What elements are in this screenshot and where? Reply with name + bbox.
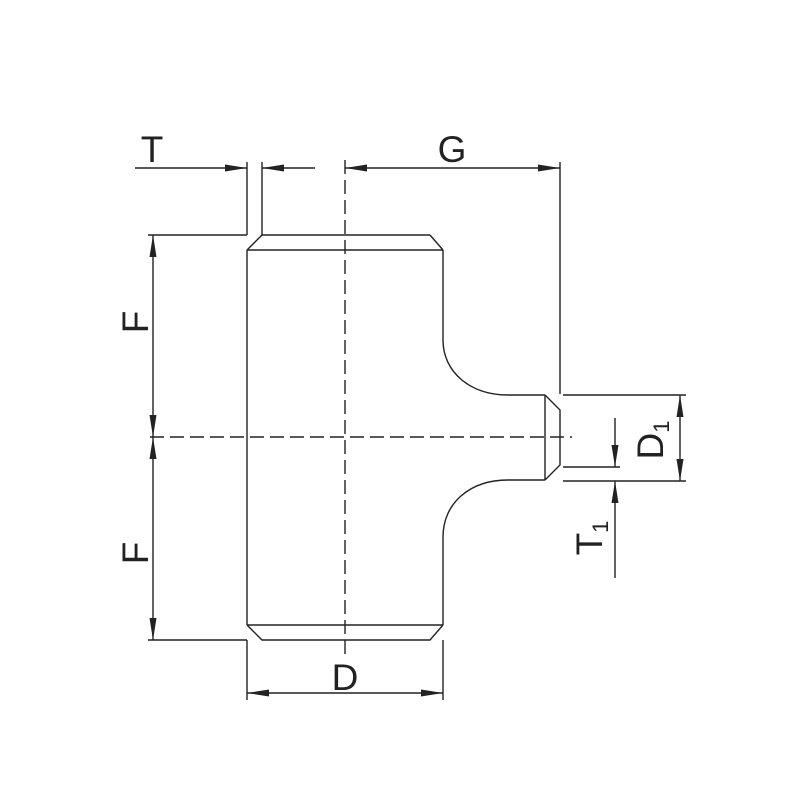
run-bottom-edge xyxy=(246,624,444,641)
t1-label-subscript: 1 xyxy=(588,521,613,533)
t1-label-main: T xyxy=(569,533,610,556)
d1-label-subscript: 1 xyxy=(649,421,674,433)
dimension-g: G xyxy=(345,129,561,394)
d-label: D xyxy=(332,657,359,698)
f-upper-label: F xyxy=(115,311,156,334)
run-right-wall-upper xyxy=(442,250,545,396)
t-label: T xyxy=(141,129,164,170)
dimension-d1: D1 xyxy=(563,394,686,482)
dimension-d: D xyxy=(246,640,444,700)
run-top-left-bevel xyxy=(246,234,263,251)
dimension-t1: T1 xyxy=(563,418,620,578)
run-top-right-bevel xyxy=(429,234,444,251)
d1-label-main: D xyxy=(630,433,671,460)
t1-label: T1 xyxy=(569,521,613,556)
dimension-f-upper: F xyxy=(115,234,247,437)
run-right-wall-lower xyxy=(442,479,545,625)
f-lower-label: F xyxy=(115,542,156,565)
dimension-f-lower: F xyxy=(115,437,247,641)
g-label: G xyxy=(438,129,467,170)
d1-label: D1 xyxy=(630,421,674,460)
dimension-t: T xyxy=(135,129,315,235)
